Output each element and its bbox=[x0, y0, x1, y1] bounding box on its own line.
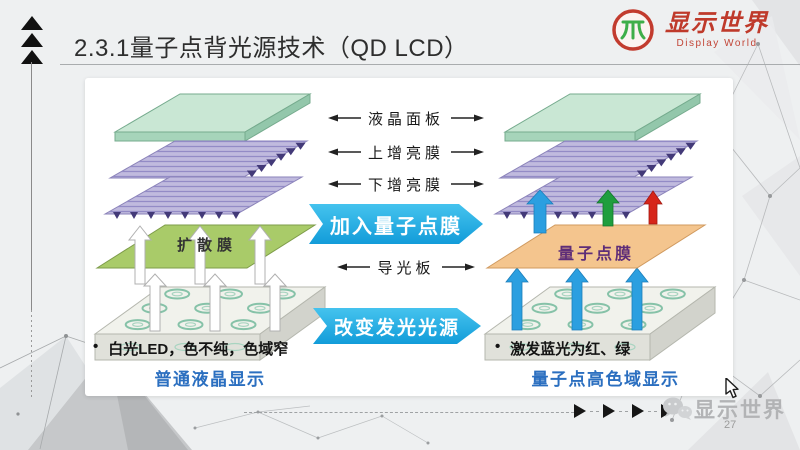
white-light-arrows-icon bbox=[127, 225, 288, 332]
left-stack-lcd bbox=[94, 93, 326, 361]
arrow-right-icon bbox=[451, 148, 484, 156]
brand-logo: 显示世界 Display World bbox=[610, 7, 769, 53]
page-number: 27 bbox=[724, 419, 737, 431]
arrow-left-icon bbox=[327, 114, 361, 122]
bullet-dot-icon: • bbox=[495, 338, 501, 355]
exploded-layer-diagram bbox=[94, 93, 716, 361]
right-bullet: • 激发蓝光为红、绿 bbox=[495, 338, 631, 358]
wechat-icon bbox=[663, 397, 692, 420]
diagram-panel: 扩散膜 量子点膜 液晶面板 上增亮膜 下增亮膜 导光板 加入量子点膜 改变 bbox=[85, 78, 733, 396]
play-icon bbox=[632, 404, 644, 418]
layer-label-lower-film: 下增亮膜 bbox=[325, 174, 487, 194]
right-caption: 量子点高色域显示 bbox=[531, 370, 680, 389]
left-bullet: • 白光LED，色不纯，色域窄 bbox=[93, 338, 289, 358]
rgb-output-arrows-icon bbox=[526, 189, 663, 234]
dash-icon bbox=[648, 410, 657, 412]
quantum-dot-film-label: 量子点膜 bbox=[557, 246, 634, 263]
arrow-right-icon bbox=[451, 114, 484, 122]
right-stack-qd-lcd bbox=[484, 93, 716, 361]
display-world-logo-icon bbox=[612, 9, 654, 51]
title-underline bbox=[60, 64, 800, 65]
quantum-dot-film bbox=[485, 224, 707, 269]
dash-icon bbox=[619, 410, 628, 412]
arrow-left-icon bbox=[337, 263, 371, 271]
page-title: 2.3.1量子点背光源技术（QD LCD） bbox=[74, 35, 469, 62]
arrow-left-icon bbox=[327, 148, 361, 156]
mouse-cursor-icon bbox=[725, 378, 739, 399]
arrow-right-icon bbox=[441, 263, 475, 271]
arrow-left-icon bbox=[327, 180, 361, 188]
footer-play-arrows bbox=[574, 404, 673, 418]
left-caption: 普通液晶显示 bbox=[154, 370, 266, 389]
layer-label-lcd-panel: 液晶面板 bbox=[325, 108, 487, 128]
diffusion-film-label: 扩散膜 bbox=[176, 237, 237, 254]
brand-name-en: Display World bbox=[676, 37, 758, 49]
layer-label-upper-film: 上增亮膜 bbox=[325, 142, 487, 162]
dash-icon bbox=[590, 410, 599, 412]
arrow-right-icon bbox=[451, 180, 484, 188]
footer-watermark: 显示世界 bbox=[694, 399, 786, 422]
play-icon bbox=[603, 404, 615, 418]
play-icon bbox=[574, 404, 586, 418]
up-triangles-icon bbox=[21, 16, 43, 64]
layer-label-light-guide: 导光板 bbox=[325, 257, 487, 277]
bullet-dot-icon: • bbox=[93, 338, 99, 355]
banner-change-light-source: 改变发光光源 bbox=[313, 308, 481, 344]
blue-excitation-arrows-icon bbox=[505, 267, 649, 331]
brand-name-cn: 显示世界 bbox=[665, 10, 769, 37]
banner-add-qd-film: 加入量子点膜 bbox=[309, 204, 483, 244]
footer-dashed-line bbox=[244, 412, 574, 413]
